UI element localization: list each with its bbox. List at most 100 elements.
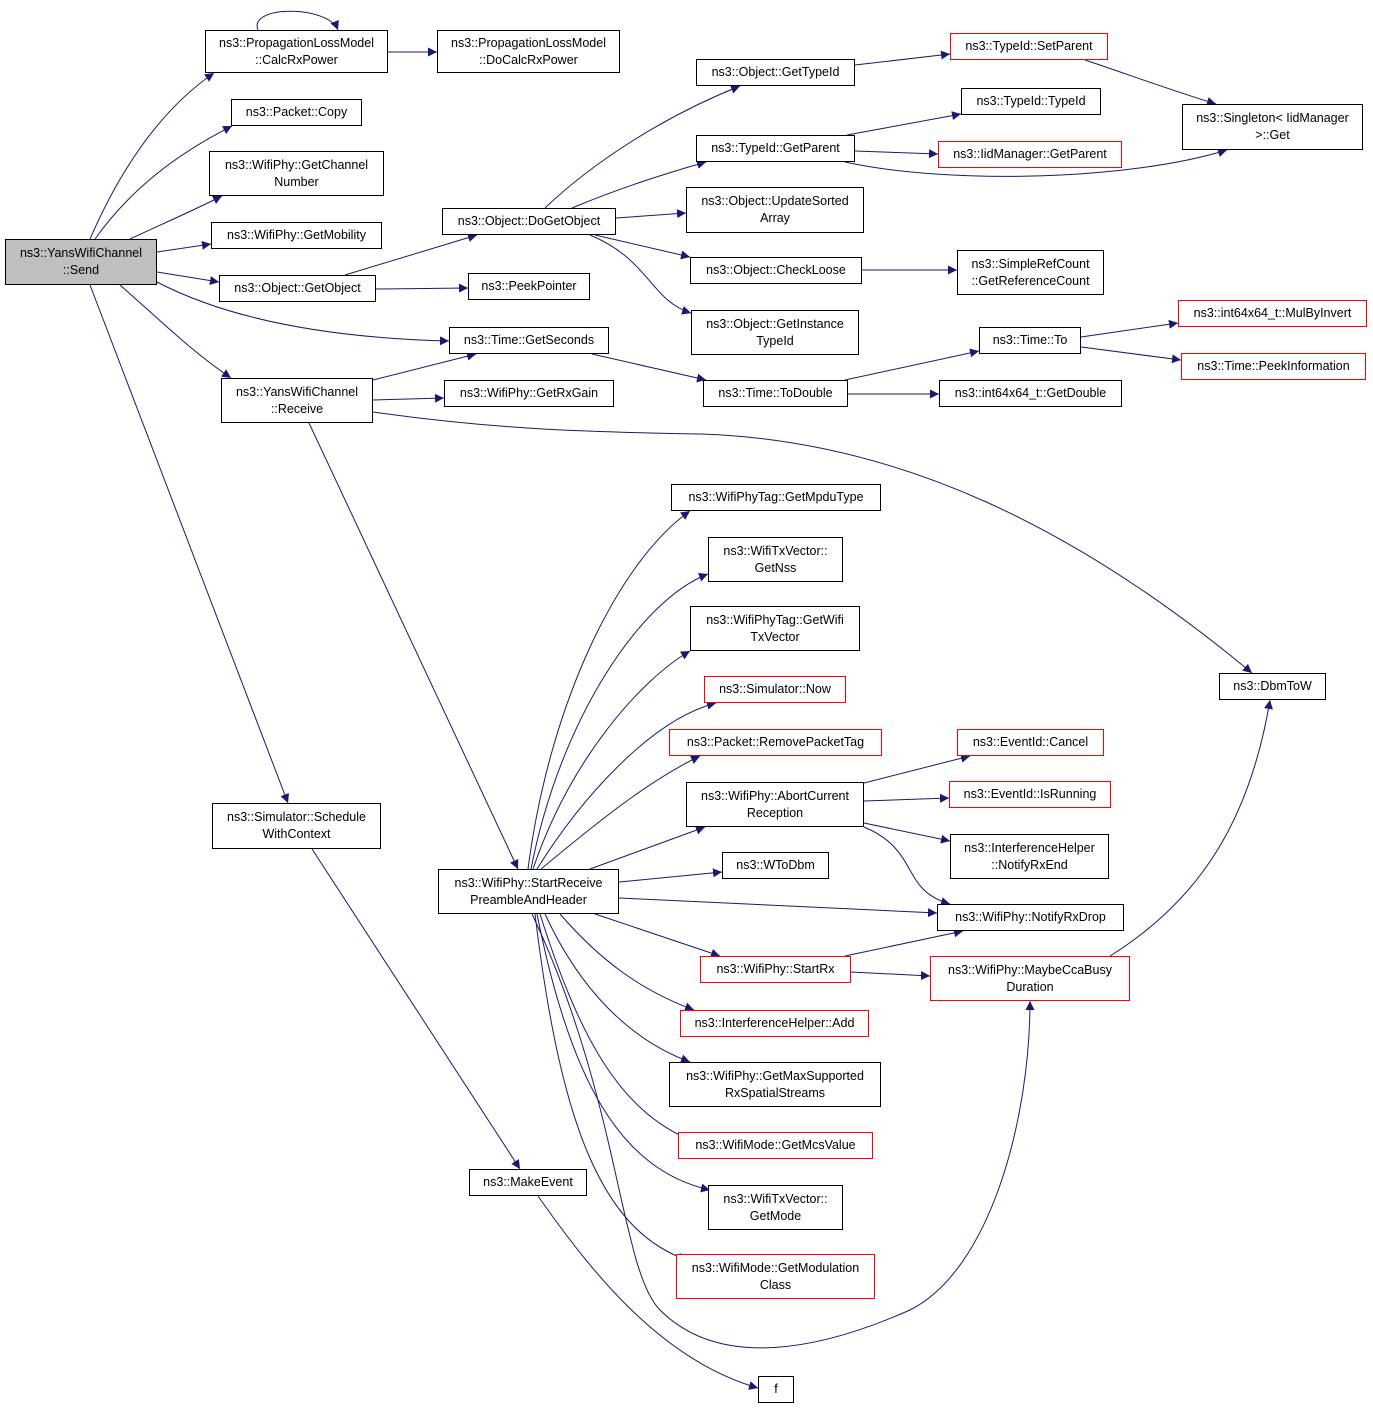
node-dbmtow[interactable]: ns3::DbmToW <box>1219 673 1326 700</box>
edge-dogetobj-to-checkloose <box>594 234 691 260</box>
node-mulby[interactable]: ns3::int64x64_t::MulByInvert <box>1178 300 1367 327</box>
node-getnss[interactable]: ns3::WifiTxVector:: GetNss <box>708 537 843 582</box>
edge-dogetobj-to-gettid <box>544 85 741 209</box>
node-peek[interactable]: ns3::PeekPointer <box>468 273 590 300</box>
edge-abort-to-isrunning <box>863 793 950 803</box>
node-getsec[interactable]: ns3::Time::GetSeconds <box>449 327 609 354</box>
node-abort[interactable]: ns3::WifiPhy::AbortCurrent Reception <box>686 782 864 827</box>
node-ihadd[interactable]: ns3::InterferenceHelper::Add <box>680 1010 869 1037</box>
node-wtodbm[interactable]: ns3::WToDbm <box>722 852 829 879</box>
node-isrunning[interactable]: ns3::EventId::IsRunning <box>949 781 1111 808</box>
node-timeto[interactable]: ns3::Time::To <box>979 327 1081 354</box>
node-docalc[interactable]: ns3::PropagationLossModel ::DoCalcRxPowe… <box>437 30 620 73</box>
edge-startrx-to-notifyrxdrop <box>844 928 964 957</box>
edge-schedule-to-makeevent <box>311 848 521 1170</box>
edge-dogetobj-to-getinst <box>589 234 692 315</box>
node-getmodclass[interactable]: ns3::WifiMode::GetModulation Class <box>676 1254 875 1299</box>
edge-send-to-schedule <box>89 284 289 804</box>
edge-receive-to-dbmtow <box>372 411 1253 674</box>
edge-send-to-pcopy <box>94 125 233 240</box>
node-getmob[interactable]: ns3::WifiPhy::GetMobility <box>211 222 382 249</box>
node-iidgetparent[interactable]: ns3::IidManager::GetParent <box>938 141 1122 168</box>
node-tgetparent[interactable]: ns3::TypeId::GetParent <box>696 135 855 162</box>
edge-setparent-to-singleton <box>1084 59 1217 106</box>
node-dogetobj[interactable]: ns3::Object::DoGetObject <box>442 208 616 235</box>
edge-startrecv-to-ihadd <box>559 913 695 1012</box>
edge-startrecv-to-getnss <box>530 573 709 870</box>
node-pcopy[interactable]: ns3::Packet::Copy <box>231 99 362 126</box>
node-checkloose[interactable]: ns3::Object::CheckLoose <box>690 257 862 284</box>
node-mpdu[interactable]: ns3::WifiPhyTag::GetMpduType <box>671 484 881 511</box>
edge-tgetparent-to-tid <box>846 111 962 136</box>
edge-startrx-to-maybecca <box>850 971 931 981</box>
node-updsorted[interactable]: ns3::Object::UpdateSorted Array <box>686 187 864 233</box>
edge-startrecv-to-notifyrxdrop <box>618 897 938 918</box>
edge-send-to-getchan <box>129 195 223 240</box>
node-notifyrxdrop[interactable]: ns3::WifiPhy::NotifyRxDrop <box>937 904 1124 931</box>
edge-abort-to-notifyrxend <box>863 822 951 844</box>
node-getwifitx[interactable]: ns3::WifiPhyTag::GetWifi TxVector <box>690 606 860 651</box>
edge-send-to-calcrx <box>89 72 215 240</box>
edge-startrecv-to-removetag <box>540 755 701 870</box>
edge-getsec-to-todouble <box>591 353 707 383</box>
node-removetag[interactable]: ns3::Packet::RemovePacketTag <box>669 729 882 756</box>
node-singleton[interactable]: ns3::Singleton< IidManager >::Get <box>1182 104 1363 150</box>
node-getinst[interactable]: ns3::Object::GetInstance TypeId <box>691 310 859 355</box>
edge-dogetobj-to-updsorted <box>615 209 687 219</box>
edge-timeto-to-mulby <box>1080 319 1179 338</box>
node-simnow[interactable]: ns3::Simulator::Now <box>704 676 846 703</box>
node-receive[interactable]: ns3::YansWifiChannel ::Receive <box>221 378 373 423</box>
edge-todouble-to-timeto <box>844 348 980 381</box>
edge-makeevent-to-f <box>537 1195 759 1390</box>
node-getchan[interactable]: ns3::WifiPhy::GetChannel Number <box>209 151 384 196</box>
edge-startrecv-to-startrx <box>594 913 721 958</box>
edge-gettid-to-setparent <box>854 50 951 66</box>
node-tid[interactable]: ns3::TypeId::TypeId <box>961 88 1101 115</box>
edge-startrecv-to-getmaxss <box>544 913 691 1064</box>
edge-tgetparent-to-iidgetparent <box>854 149 939 159</box>
node-todouble[interactable]: ns3::Time::ToDouble <box>703 380 848 407</box>
edge-startrecv-to-getwifitx <box>532 650 691 870</box>
node-peekinfo[interactable]: ns3::Time::PeekInformation <box>1181 353 1366 380</box>
edge-startrecv-to-getmcs <box>539 913 691 1141</box>
edge-startrecv-to-simnow <box>536 700 717 870</box>
edge-maybecca-to-dbmtow <box>1109 699 1273 957</box>
node-getobj[interactable]: ns3::Object::GetObject <box>219 275 376 302</box>
edge-startrecv-to-wtodbm <box>618 868 723 883</box>
edge-receive-to-startrecv <box>308 422 519 870</box>
node-getmaxss[interactable]: ns3::WifiPhy::GetMaxSupported RxSpatialS… <box>669 1062 881 1107</box>
edge-timeto-to-peekinfo <box>1080 346 1182 364</box>
node-getdouble[interactable]: ns3::int64x64_t::GetDouble <box>939 380 1122 407</box>
edge-startrecv-to-mpdu <box>527 510 691 870</box>
node-getmcs[interactable]: ns3::WifiMode::GetMcsValue <box>678 1132 873 1159</box>
edge-getobj-to-dogetobj <box>344 233 478 276</box>
edge-receive-to-getsec <box>372 351 477 381</box>
node-startrx[interactable]: ns3::WifiPhy::StartRx <box>700 956 851 983</box>
node-cancel[interactable]: ns3::EventId::Cancel <box>957 729 1104 756</box>
node-getrxgain[interactable]: ns3::WifiPhy::GetRxGain <box>444 380 614 407</box>
edge-dogetobj-to-tgetparent <box>571 160 707 209</box>
node-notifyrxend[interactable]: ns3::InterferenceHelper ::NotifyRxEnd <box>950 834 1109 879</box>
node-f[interactable]: f <box>758 1376 794 1403</box>
edge-startrecv-to-maybecca <box>531 913 1035 1349</box>
edge-send-to-getobj <box>156 271 220 286</box>
edge-startrecv-to-abort <box>589 825 706 870</box>
edge-startrecv-to-getmodclass <box>534 913 688 1262</box>
node-getmode[interactable]: ns3::WifiTxVector:: GetMode <box>708 1185 843 1230</box>
node-gettid[interactable]: ns3::Object::GetTypeId <box>696 59 855 86</box>
edge-startrecv-to-getmode <box>536 913 711 1193</box>
node-refcount[interactable]: ns3::SimpleRefCount ::GetReferenceCount <box>957 250 1104 295</box>
node-setparent[interactable]: ns3::TypeId::SetParent <box>950 33 1108 60</box>
edge-calcrx-to-calcrx <box>256 10 339 31</box>
node-maybecca[interactable]: ns3::WifiPhy::MaybeCcaBusy Duration <box>930 956 1130 1001</box>
node-schedule[interactable]: ns3::Simulator::Schedule WithContext <box>212 803 381 849</box>
edge-send-to-getmob <box>156 240 212 253</box>
node-startrecv[interactable]: ns3::WifiPhy::StartReceive PreambleAndHe… <box>438 869 619 914</box>
node-makeevent[interactable]: ns3::MakeEvent <box>469 1169 587 1196</box>
edge-getobj-to-peek <box>375 283 469 293</box>
node-calcrx[interactable]: ns3::PropagationLossModel ::CalcRxPower <box>205 30 388 73</box>
edge-send-to-receive <box>119 284 232 379</box>
edge-abort-to-cancel <box>863 753 971 784</box>
node-send: ns3::YansWifiChannel ::Send <box>5 239 157 285</box>
